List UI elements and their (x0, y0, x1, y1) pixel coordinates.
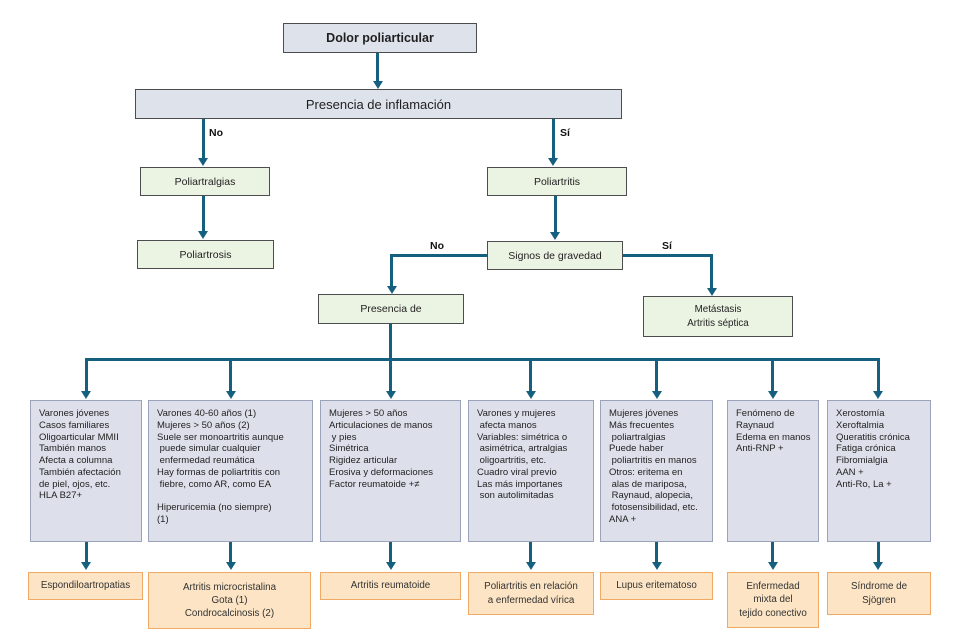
drop-3 (389, 358, 392, 391)
node-signos-de-gravedad: Signos de gravedad (487, 241, 623, 270)
splitter-line (84, 358, 880, 361)
criteria-sjogren: Xerostomía Xeroftalmia Queratitis crónic… (827, 400, 931, 542)
arrow-col4-to-dx (529, 542, 532, 562)
drophead-7 (873, 391, 883, 399)
arrowhead-col4-to-dx (525, 562, 536, 570)
arrowhead-gravedad-to-metastasis (706, 288, 717, 296)
arrow-gravedad-si-vertical (710, 254, 713, 288)
branch-label-no: No (209, 127, 223, 139)
node-presencia-de-inflamacion: Presencia de inflamación (135, 89, 622, 119)
drophead-1 (81, 391, 91, 399)
arrow-gravedad-si-horizontal (623, 254, 713, 257)
drop-7 (876, 358, 880, 391)
arrow-gravedad-no-horizontal (390, 254, 487, 257)
node-poliartritis: Poliartritis (487, 167, 627, 196)
dx-sindrome-sjogren: Síndrome de Sjögren (827, 572, 931, 615)
arrow-col7-to-dx (876, 542, 880, 562)
arrowhead-root-to-inflamacion (372, 81, 383, 89)
branch-label-si: Sí (560, 127, 570, 139)
drophead-4 (525, 391, 536, 399)
dx-poliartritis-virica: Poliartritis en relación a enfermedad ví… (468, 572, 594, 615)
arrowhead-col1-to-dx (81, 562, 91, 570)
arrowhead-gravedad-to-presencia (386, 286, 397, 294)
node-poliartralgias: Poliartralgias (140, 167, 270, 196)
dx-lupus-eritematoso: Lupus eritematoso (600, 572, 713, 600)
dx-artritis-microcristalina: Artritis microcristalina Gota (1) Condro… (148, 572, 311, 629)
criteria-artritis-microcristalina: Varones 40-60 años (1) Mujeres > 50 años… (148, 400, 313, 542)
arrowhead-poliartritis-to-gravedad (550, 232, 560, 240)
drop-5 (655, 358, 658, 391)
drop-2 (229, 358, 232, 391)
arrow-col1-to-dx (84, 542, 88, 562)
criteria-lupus: Mujeres jóvenes Más frecuentes poliartra… (600, 400, 713, 542)
drop-1 (84, 358, 88, 391)
arrow-presencia-stem (389, 324, 392, 360)
arrow-root-to-inflamacion (376, 53, 379, 81)
arrowhead-no-to-poliartralgias (198, 158, 208, 166)
arrow-col5-to-dx (655, 542, 658, 562)
arrow-col3-to-dx (389, 542, 392, 562)
node-presencia-de: Presencia de (318, 294, 464, 324)
dx-enfermedad-mixta: Enfermedad mixta del tejido conectivo (727, 572, 819, 628)
arrowhead-col6-to-dx (767, 562, 778, 570)
node-metastasis-artritis-septica: Metástasis Artritis séptica (643, 296, 793, 337)
drophead-5 (651, 391, 662, 399)
criteria-artritis-reumatoide: Mujeres > 50 años Articulaciones de mano… (320, 400, 461, 542)
criteria-poliartritis-virica: Varones y mujeres afecta manos Variables… (468, 400, 594, 542)
drop-4 (529, 358, 532, 391)
criteria-espondiloartropatias: Varones jóvenes Casos familiares Oligoar… (30, 400, 142, 542)
arrowhead-poliartralgias-to-poliartrosis (198, 231, 208, 239)
arrow-col2-to-dx (229, 542, 232, 562)
arrow-no-to-poliartralgias (201, 119, 205, 158)
arrow-si-to-poliartritis (551, 119, 555, 158)
arrowhead-col7-to-dx (873, 562, 883, 570)
arrow-gravedad-no-vertical (390, 254, 393, 286)
branch-label-si-gravedad: Sí (662, 240, 672, 252)
drophead-6 (767, 391, 778, 399)
dx-artritis-reumatoide: Artritis reumatoide (320, 572, 461, 600)
dx-espondiloartropatias: Espondiloartropatias (28, 572, 143, 600)
node-poliartrosis: Poliartrosis (137, 240, 274, 269)
node-dolor-poliarticular: Dolor poliarticular (283, 23, 477, 53)
arrow-poliartralgias-to-poliartrosis (201, 196, 205, 231)
arrowhead-col5-to-dx (651, 562, 662, 570)
drop-6 (771, 358, 774, 391)
arrowhead-col3-to-dx (385, 562, 396, 570)
drophead-3 (385, 391, 396, 399)
branch-label-no-gravedad: No (430, 240, 444, 252)
arrow-col6-to-dx (771, 542, 774, 562)
arrow-poliartritis-to-gravedad (553, 196, 557, 232)
arrowhead-col2-to-dx (225, 562, 236, 570)
arrowhead-si-to-poliartritis (548, 158, 558, 166)
criteria-enfermedad-mixta: Fenómeno de Raynaud Edema en manos Anti-… (727, 400, 819, 542)
drophead-2 (225, 391, 236, 399)
